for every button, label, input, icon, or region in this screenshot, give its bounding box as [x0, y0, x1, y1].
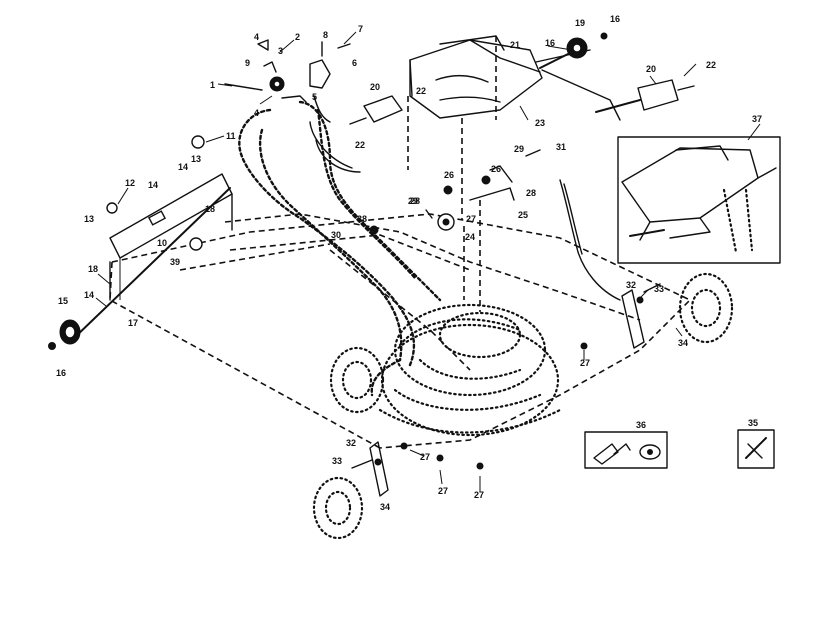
callout-29: 29 — [514, 144, 524, 154]
callout-3: 3 — [278, 46, 283, 56]
callout-4: 4 — [254, 32, 259, 42]
parts-box-36 — [584, 431, 668, 469]
callout-33: 33 — [332, 456, 342, 466]
callout-33: 33 — [654, 284, 664, 294]
callout-14: 14 — [178, 162, 188, 172]
callout-18: 18 — [88, 264, 98, 274]
callout-11: 11 — [226, 131, 236, 141]
callout-26: 26 — [444, 170, 454, 180]
callout-37: 37 — [752, 114, 762, 124]
callout-16: 16 — [56, 368, 66, 378]
front-height-adjuster-left — [351, 342, 588, 497]
callout-16: 16 — [610, 14, 620, 24]
callout-4: 4 — [254, 108, 259, 118]
callout-30: 30 — [331, 230, 341, 240]
callout-27: 27 — [438, 486, 448, 496]
rear-axle-assembly — [71, 135, 233, 341]
callout-14: 14 — [84, 290, 94, 300]
callout-35: 35 — [748, 418, 758, 428]
callout-27: 27 — [580, 358, 590, 368]
front-right-wheel — [678, 272, 734, 344]
rear-left-wheel — [329, 346, 385, 414]
rear-wheel-hub-15 — [48, 319, 81, 350]
callout-23: 23 — [535, 118, 545, 128]
callout-28: 28 — [410, 196, 420, 206]
handle-top-control-assembly — [349, 35, 621, 220]
callout-27: 27 — [474, 490, 484, 500]
callout-22: 22 — [416, 86, 426, 96]
callout-16: 16 — [545, 38, 555, 48]
callout-27: 27 — [420, 452, 430, 462]
callout-25: 25 — [518, 210, 528, 220]
callout-14: 14 — [148, 180, 158, 190]
callout-13: 13 — [191, 154, 201, 164]
callout-9: 9 — [245, 58, 250, 68]
callout-17: 17 — [128, 318, 138, 328]
callout-numbers: 1 2 3 4 4 5 6 7 8 9 20 22 22 21 23 16 19… — [56, 14, 762, 512]
callout-7: 7 — [358, 24, 363, 34]
callout-20: 20 — [370, 82, 380, 92]
callout-26: 26 — [491, 164, 501, 174]
callout-1: 1 — [210, 80, 215, 90]
callout-8: 8 — [323, 30, 328, 40]
callout-34: 34 — [678, 338, 688, 348]
callout-13: 13 — [84, 214, 94, 224]
control-cable — [559, 179, 621, 301]
callout-22: 22 — [355, 140, 365, 150]
inset-box-37 — [617, 136, 781, 264]
callout-18: 18 — [205, 204, 215, 214]
parts-box-35 — [737, 429, 775, 469]
callout-24: 24 — [465, 232, 475, 242]
callout-29: 29 — [408, 196, 418, 206]
callout-12: 12 — [125, 178, 135, 188]
front-left-wheel — [312, 476, 364, 540]
callout-38: 38 — [357, 214, 367, 224]
callout-32: 32 — [626, 280, 636, 290]
callout-22: 22 — [706, 60, 716, 70]
callout-39: 39 — [170, 257, 180, 267]
callout-36: 36 — [636, 420, 646, 430]
callout-20: 20 — [646, 64, 656, 74]
callout-10: 10 — [157, 238, 167, 248]
callout-15: 15 — [58, 296, 68, 306]
callout-32: 32 — [346, 438, 356, 448]
callout-21: 21 — [510, 40, 520, 50]
callout-2: 2 — [295, 32, 300, 42]
callout-6: 6 — [352, 58, 357, 68]
callout-19: 19 — [575, 18, 585, 28]
callout-5: 5 — [312, 92, 317, 102]
leader-lines — [95, 31, 761, 492]
callout-28: 28 — [526, 188, 536, 198]
callout-27: 27 — [466, 214, 476, 224]
handle-grip-parts — [539, 32, 695, 113]
callout-31: 31 — [556, 142, 566, 152]
handle-bracket-parts — [224, 39, 361, 173]
mower-handle — [238, 100, 442, 397]
callout-34: 34 — [380, 502, 390, 512]
center-control-parts — [369, 149, 541, 312]
